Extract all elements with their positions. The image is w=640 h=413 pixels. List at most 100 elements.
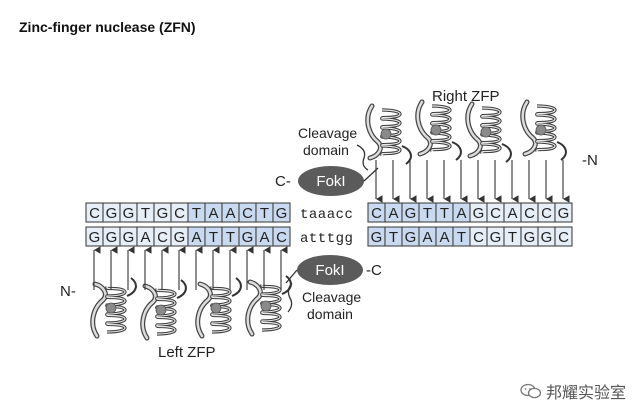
dna-bottom-left-box: [272, 226, 291, 247]
dna-bottom-left-base: C: [157, 229, 168, 246]
linker: [401, 145, 412, 165]
alpha-helix-highlight: [106, 286, 126, 333]
beta-hairpin-highlight: [196, 282, 212, 338]
figure-title: Zinc-finger nuclease (ZFN): [19, 19, 196, 35]
dna-bottom-right-base: T: [508, 229, 517, 246]
watermark: 邦耀实验室: [520, 379, 626, 403]
alpha-helix-highlight: [211, 286, 231, 333]
left-zfp-contact-arrows: [93, 246, 288, 290]
n-terminus-left: N-: [60, 283, 76, 300]
dna-spacer-top: taaacc: [300, 207, 353, 223]
left-zfp-label: Left ZFP: [158, 344, 216, 361]
zinc-ion: [430, 124, 442, 136]
zinc-ion: [480, 126, 492, 138]
linker: [501, 143, 512, 163]
dna-bottom-right-base: T: [457, 229, 466, 246]
dna-top-left-base: T: [192, 205, 201, 222]
dna-top-left-base: T: [141, 205, 150, 222]
zinc-ion: [535, 124, 547, 136]
dna-bottom-right-base: G: [490, 229, 502, 246]
cleavage-bottom-line1: Cleavage: [302, 289, 361, 305]
dna-bottom-left-base: G: [123, 229, 135, 246]
dna-top-right-base: A: [507, 205, 517, 222]
cleavage-bottom-bracket: [287, 282, 293, 313]
zinc-finger: [365, 103, 412, 165]
watermark-text: 邦耀实验室: [545, 385, 626, 402]
zinc-finger: [465, 101, 512, 163]
dna-top-right-base: A: [456, 205, 466, 222]
dna-top-left-base: A: [225, 205, 235, 222]
foki-top-label: FokI: [316, 173, 345, 190]
right-zfp-contact-arrows: [375, 160, 570, 203]
zinc-finger: [90, 277, 137, 339]
zinc-ion: [380, 128, 392, 140]
dna-top-left-base: C: [89, 205, 100, 222]
alpha-helix-highlight: [536, 105, 556, 152]
dna-bottom-right-base: C: [558, 229, 569, 246]
dna-bottom-left-base: G: [106, 229, 118, 246]
alpha-helix-highlight: [381, 109, 401, 156]
dna-top-right-base: G: [405, 205, 417, 222]
zinc-ion: [210, 302, 222, 314]
n-terminus-right: -N: [582, 152, 598, 169]
zinc-finger: [245, 275, 292, 337]
dna-top-left-box: [272, 202, 291, 223]
zinc-ion: [105, 302, 117, 314]
linker: [176, 279, 187, 299]
dna-bottom-right-base: G: [405, 229, 417, 246]
alpha-helix-highlight: [156, 288, 176, 335]
beta-hairpin-highlight: [521, 100, 537, 156]
beta-hairpin-highlight: [466, 102, 482, 158]
dna-bottom-left-base: A: [259, 229, 269, 246]
alpha-helix-highlight: [481, 107, 501, 154]
foki-bottom-linker: [285, 269, 298, 284]
dna-bottom-left-base: T: [226, 229, 235, 246]
dna-bottom-left-base: T: [209, 229, 218, 246]
wechat-icon: [520, 383, 542, 399]
linker: [231, 277, 242, 297]
dna-top-left-base: G: [106, 205, 118, 222]
alpha-helix-highlight: [261, 284, 281, 331]
beta-hairpin-highlight: [91, 282, 107, 338]
zinc-finger: [195, 277, 242, 339]
dna-bottom-left-base: A: [140, 229, 150, 246]
cleavage-top-line2: domain: [303, 142, 349, 158]
dna-top-left-base: G: [157, 205, 169, 222]
dna-top-left-base: A: [208, 205, 218, 222]
dna-spacer-bottom: atttgg: [300, 231, 353, 247]
dna-top-left-base: T: [260, 205, 269, 222]
dna-bottom-right-base: T: [389, 229, 398, 246]
dna-top-left-base: G: [123, 205, 135, 222]
right-zfp-label: Right ZFP: [432, 88, 500, 105]
linker: [556, 141, 567, 161]
c-terminus-top: C-: [275, 173, 291, 190]
dna-top-left-base: G: [276, 205, 288, 222]
right-zinc-finger-array: [365, 99, 567, 165]
cleavage-bottom-line2: domain: [307, 306, 353, 322]
foki-bottom-domain: [297, 255, 363, 285]
linker: [451, 141, 462, 161]
foki-top-domain: [298, 166, 364, 196]
beta-hairpin-highlight: [416, 100, 432, 156]
dna-bottom-right-box: [554, 226, 573, 247]
dna-bottom-right-base: G: [541, 229, 553, 246]
zinc-ion: [155, 304, 167, 316]
dna-bottom-right-base: G: [524, 229, 536, 246]
dna-top-right-base: C: [524, 205, 535, 222]
dna-top-right-base: C: [541, 205, 552, 222]
dna-top-left-base: C: [174, 205, 185, 222]
dna-top-right-base: G: [473, 205, 485, 222]
dna-top-right-base: G: [558, 205, 570, 222]
zinc-finger: [140, 279, 187, 341]
dna-top-right-base: T: [440, 205, 449, 222]
left-zinc-finger-array: [90, 275, 292, 341]
dna-bottom-right-base: A: [439, 229, 449, 246]
dna-bottom-left-base: G: [242, 229, 254, 246]
beta-hairpin-highlight: [246, 280, 262, 336]
dna-top-right-base: C: [371, 205, 382, 222]
dna-top-right-box: [554, 202, 573, 223]
dna-bottom-right-base: G: [371, 229, 383, 246]
